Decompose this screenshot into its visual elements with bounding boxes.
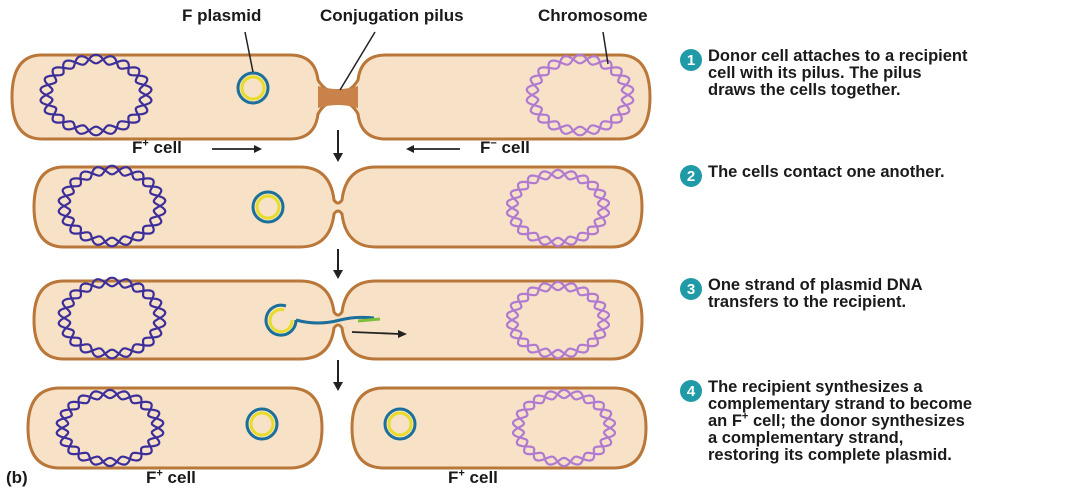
step-2: 2 The cells contact one another. bbox=[680, 164, 1069, 187]
step-4-badge: 4 bbox=[680, 380, 702, 402]
step-2-badge: 2 bbox=[680, 165, 702, 187]
step-1: 1 Donor cell attaches to a recipient cel… bbox=[680, 48, 1069, 99]
step-arrows bbox=[333, 130, 343, 391]
step-3-text: One strand of plasmid DNA transfers to t… bbox=[708, 277, 1069, 311]
chromosome-label: Chromosome bbox=[538, 6, 648, 26]
row-4 bbox=[28, 388, 646, 468]
panel-label: (b) bbox=[6, 468, 28, 488]
step-2-text: The cells contact one another. bbox=[708, 164, 1069, 181]
conjugation-pilus-label: Conjugation pilus bbox=[320, 6, 464, 26]
contacting-cells bbox=[34, 167, 642, 247]
recipient-f-plus-label: F+ cell bbox=[448, 468, 498, 488]
f-minus-cell-label: F− cell bbox=[480, 138, 530, 158]
step-3-badge: 3 bbox=[680, 278, 702, 300]
row-1 bbox=[12, 32, 650, 139]
donor-f-plus-label: F+ cell bbox=[146, 468, 196, 488]
recipient-cell-final bbox=[352, 388, 646, 468]
row-3 bbox=[34, 278, 642, 359]
step-1-text: Donor cell attaches to a recipient cell … bbox=[708, 48, 1069, 99]
step-3: 3 One strand of plasmid DNA transfers to… bbox=[680, 277, 1069, 311]
approach-arrows bbox=[212, 145, 460, 153]
conjugation-pilus bbox=[318, 86, 358, 108]
row-2 bbox=[34, 166, 642, 247]
step-1-badge: 1 bbox=[680, 49, 702, 71]
f-plasmid-label: F plasmid bbox=[182, 6, 261, 26]
f-plus-cell-label: F+ cell bbox=[132, 138, 182, 158]
